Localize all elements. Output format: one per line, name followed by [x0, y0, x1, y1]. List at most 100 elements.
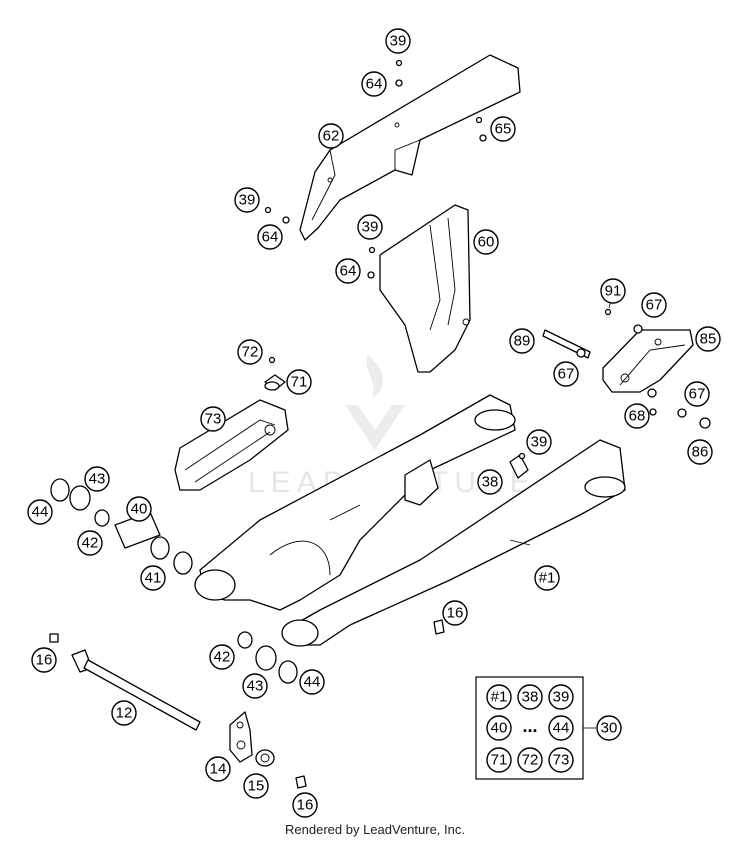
callout-12: 12 — [111, 700, 137, 726]
callout-91: 91 — [600, 278, 626, 304]
svg-text:16: 16 — [447, 605, 464, 622]
callout-71: 71 — [286, 369, 312, 395]
callout-41: 41 — [140, 565, 166, 591]
svg-text:44: 44 — [32, 504, 49, 521]
callout-44-left: 44 — [27, 499, 53, 525]
rendered-by-credit: Rendered by LeadVenture, Inc. — [285, 822, 465, 837]
bracket-14 — [229, 711, 253, 763]
callout-86: 86 — [687, 439, 713, 465]
callout-39-top: 39 — [385, 28, 411, 54]
svg-text:64: 64 — [340, 263, 357, 280]
kit-item-1: #1 — [486, 684, 512, 710]
fasteners — [264, 59, 612, 460]
kit-ellipsis: ... — [522, 716, 537, 736]
svg-text:64: 64 — [366, 76, 383, 93]
callout-67-low: 67 — [684, 381, 710, 407]
svg-text:85: 85 — [700, 331, 717, 348]
callout-16-right: 16 — [442, 600, 468, 626]
svg-text:43: 43 — [89, 471, 106, 488]
callout-15: 15 — [243, 773, 269, 799]
svg-text:38: 38 — [482, 474, 499, 491]
svg-text:71: 71 — [291, 374, 308, 391]
kit-item-44: 44 — [548, 715, 574, 741]
callout-16-left: 16 — [31, 647, 57, 673]
pads-16 — [49, 619, 445, 789]
callout-67-top: 67 — [641, 292, 667, 318]
svg-text:#1: #1 — [539, 570, 556, 587]
svg-text:15: 15 — [248, 778, 265, 795]
callout-89: 89 — [509, 328, 535, 354]
svg-text:43: 43 — [247, 678, 264, 695]
svg-text:72: 72 — [242, 344, 259, 361]
bearing-stack-left — [50, 478, 193, 575]
callout-30: 30 — [596, 715, 622, 741]
kit-item-38: 38 — [517, 684, 543, 710]
svg-text:73: 73 — [205, 411, 222, 428]
svg-text:44: 44 — [553, 720, 570, 737]
callout-44-right: 44 — [299, 669, 325, 695]
svg-text:44: 44 — [304, 674, 321, 691]
callout-40: 40 — [126, 496, 152, 522]
kit-item-72: 72 — [517, 747, 543, 773]
svg-text:16: 16 — [297, 797, 314, 814]
svg-text:39: 39 — [553, 689, 570, 706]
svg-text:72: 72 — [522, 752, 539, 769]
nut-15 — [255, 749, 275, 767]
svg-text:86: 86 — [692, 444, 709, 461]
callout-39-guard: 39 — [234, 187, 260, 213]
svg-text:39: 39 — [390, 33, 407, 50]
callout-64-guard: 64 — [257, 224, 283, 250]
swingarm-1 — [194, 394, 626, 647]
svg-text:42: 42 — [214, 649, 231, 666]
callout-64-mid: 64 — [335, 258, 361, 284]
callout-39-swingarm: 39 — [526, 429, 552, 455]
svg-text:67: 67 — [689, 386, 706, 403]
callout-60: 60 — [473, 229, 499, 255]
svg-text:30: 30 — [601, 720, 618, 737]
chain-guide-85 — [542, 324, 711, 429]
svg-text:67: 67 — [646, 297, 663, 314]
chain-guard-upper-62 — [299, 54, 521, 241]
callout-65: 65 — [490, 116, 516, 142]
callout-64-top: 64 — [361, 71, 387, 97]
callout-72: 72 — [237, 339, 263, 365]
callout-38: 38 — [477, 469, 503, 495]
swingarm-kit-box: #1 38 39 40 ... 44 71 72 73 30 — [475, 676, 622, 780]
callout-43-right: 43 — [242, 673, 268, 699]
svg-text:16: 16 — [36, 652, 53, 669]
svg-text:64: 64 — [262, 229, 279, 246]
pivot-axle-12 — [71, 649, 201, 731]
svg-text:73: 73 — [553, 752, 570, 769]
callout-68: 68 — [624, 403, 650, 429]
svg-text:39: 39 — [239, 192, 256, 209]
svg-text:71: 71 — [491, 752, 508, 769]
svg-text:91: 91 — [605, 283, 622, 300]
kit-item-71: 71 — [486, 747, 512, 773]
svg-text:65: 65 — [495, 121, 512, 138]
callout-42-right: 42 — [209, 644, 235, 670]
svg-text:89: 89 — [514, 333, 531, 350]
svg-text:12: 12 — [116, 705, 133, 722]
svg-text:68: 68 — [629, 408, 646, 425]
callout-85: 85 — [695, 326, 721, 352]
svg-text:38: 38 — [522, 689, 539, 706]
callout-16-bottom: 16 — [292, 792, 318, 818]
callout-67-mid: 67 — [553, 361, 579, 387]
callout-73: 73 — [200, 406, 226, 432]
svg-text:40: 40 — [491, 720, 508, 737]
svg-text:60: 60 — [478, 234, 495, 251]
svg-text:39: 39 — [362, 219, 379, 236]
callout-62: 62 — [318, 123, 344, 149]
kit-item-39: 39 — [548, 684, 574, 710]
svg-text:14: 14 — [210, 761, 227, 778]
callout-1: #1 — [534, 565, 560, 591]
svg-text:39: 39 — [531, 434, 548, 451]
kit-item-73: 73 — [548, 747, 574, 773]
bearing-stack-right — [237, 631, 298, 684]
callout-43-left: 43 — [84, 466, 110, 492]
callout-42-left: 42 — [77, 530, 103, 556]
svg-text:41: 41 — [145, 570, 162, 587]
chain-slider-73 — [174, 374, 289, 491]
chain-guard-lower-60 — [379, 204, 471, 373]
